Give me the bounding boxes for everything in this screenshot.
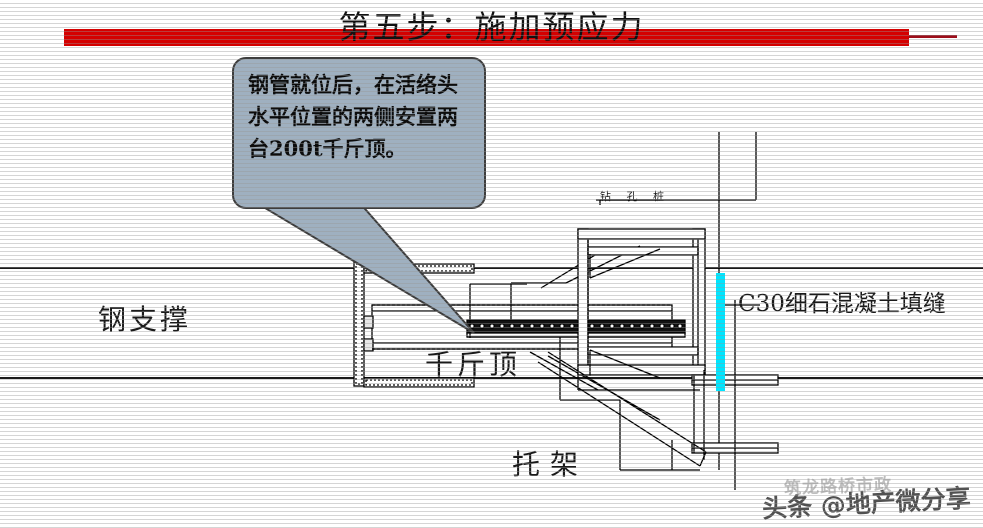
callout-text: 钢管就位后，在活络头水平位置的两侧安置两台200t千斤顶。	[248, 72, 458, 161]
page-title: 第五步：施加预应力	[338, 8, 645, 46]
title-red-bar	[64, 29, 909, 46]
horizontal-rule-upper	[0, 267, 983, 269]
label-concrete-joint: C30细石混凝土填缝	[738, 291, 946, 317]
horizontal-rule-lower	[0, 377, 983, 379]
title-red-bar-tail	[909, 35, 957, 38]
label-bored-pile: 钻 孔 桩	[600, 190, 670, 203]
callout-bubble: 钢管就位后，在活络头水平位置的两侧安置两台200t千斤顶。	[232, 57, 486, 209]
label-steel-support: 钢支撑	[98, 303, 192, 336]
label-jack: 千斤顶	[425, 348, 522, 381]
label-bracket: 托架	[512, 448, 589, 481]
watermark: 筑龙路桥市政 头条 @地产微分享	[761, 472, 977, 523]
concrete-joint-marker	[716, 273, 725, 391]
